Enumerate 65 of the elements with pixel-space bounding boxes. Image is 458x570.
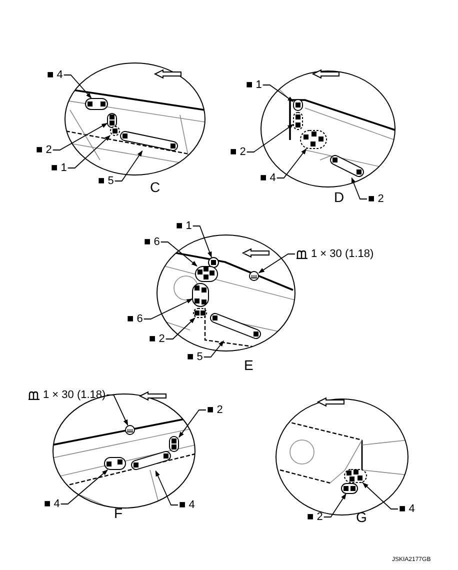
leader-line — [67, 135, 111, 168]
callout-label: ■ 4 — [44, 498, 60, 510]
weld-spot-group — [85, 98, 108, 110]
leader-line — [323, 493, 346, 518]
leader-line — [262, 84, 294, 102]
view-label: F — [114, 506, 123, 521]
callout-label: ■ 6 — [144, 236, 160, 248]
weld-spec-label: 1 × 30 (1.18) — [43, 389, 106, 401]
weld-spot-group — [119, 131, 179, 151]
callout-label: ■ 6 — [127, 313, 143, 325]
weld-spot-group — [293, 99, 303, 111]
leader-line — [192, 226, 212, 258]
callout-label: ■ 2 — [230, 146, 246, 158]
leader-line — [106, 394, 128, 426]
weld-spot-group — [104, 457, 126, 470]
weld-spot-group — [107, 113, 117, 128]
callout-label: ■ 4 — [260, 172, 276, 184]
leader-line — [246, 124, 294, 152]
callout-label: ■ 4 — [47, 69, 63, 81]
leader-line — [203, 340, 224, 358]
callout-label: ■ 2 — [368, 193, 384, 205]
weld-spot-group — [110, 126, 120, 136]
callout-label: ■ 4 — [399, 503, 415, 515]
leader-line — [178, 410, 206, 438]
weld-spot-group — [293, 112, 303, 130]
callout-label: ■ 2 — [307, 511, 323, 523]
callout-label: ■ 4 — [179, 499, 195, 511]
leader-line — [114, 150, 143, 182]
weld-spot-group — [329, 154, 365, 178]
leader-line — [276, 148, 307, 178]
leader-line — [155, 470, 178, 506]
weld-spot-group — [193, 308, 207, 318]
callout-label: ■ 1 — [51, 162, 67, 174]
leader-line — [160, 242, 198, 266]
callout-label: ■ 2 — [149, 333, 165, 345]
callout-label: ■ 2 — [207, 404, 223, 416]
weld-spot-group — [344, 469, 367, 483]
weld-point-circle — [249, 271, 259, 281]
view-label: C — [150, 180, 160, 195]
callout-label: ■ 1 — [246, 79, 262, 91]
callout-label: ■ 2 — [36, 144, 52, 156]
weld-spot-group — [195, 266, 218, 282]
leader-line — [143, 298, 193, 320]
leader-line — [258, 254, 296, 274]
leader-line — [165, 317, 196, 340]
weld-spot-group — [341, 483, 358, 494]
callout-label: ■ 1 — [176, 220, 192, 232]
leader-line — [351, 177, 368, 200]
weld-spot-group — [208, 257, 219, 268]
weld-spot-group — [300, 130, 327, 149]
view-label: G — [356, 510, 367, 525]
leader-line — [362, 482, 398, 510]
weld-spot-group — [192, 283, 209, 307]
leader-line — [63, 74, 92, 99]
weld-spot-group — [129, 450, 173, 471]
callout-label: ■ 5 — [98, 175, 114, 187]
weld-spot-group — [169, 436, 179, 452]
weld-point-circle — [125, 425, 135, 435]
callout-label: ■ 5 — [187, 351, 203, 363]
weld-spec-label: 1 × 30 (1.18) — [311, 248, 374, 260]
leader-line — [60, 470, 108, 504]
view-label: D — [334, 190, 344, 205]
leader-line — [52, 122, 108, 150]
view-label: E — [244, 358, 254, 373]
weld-spot-group — [208, 311, 263, 341]
